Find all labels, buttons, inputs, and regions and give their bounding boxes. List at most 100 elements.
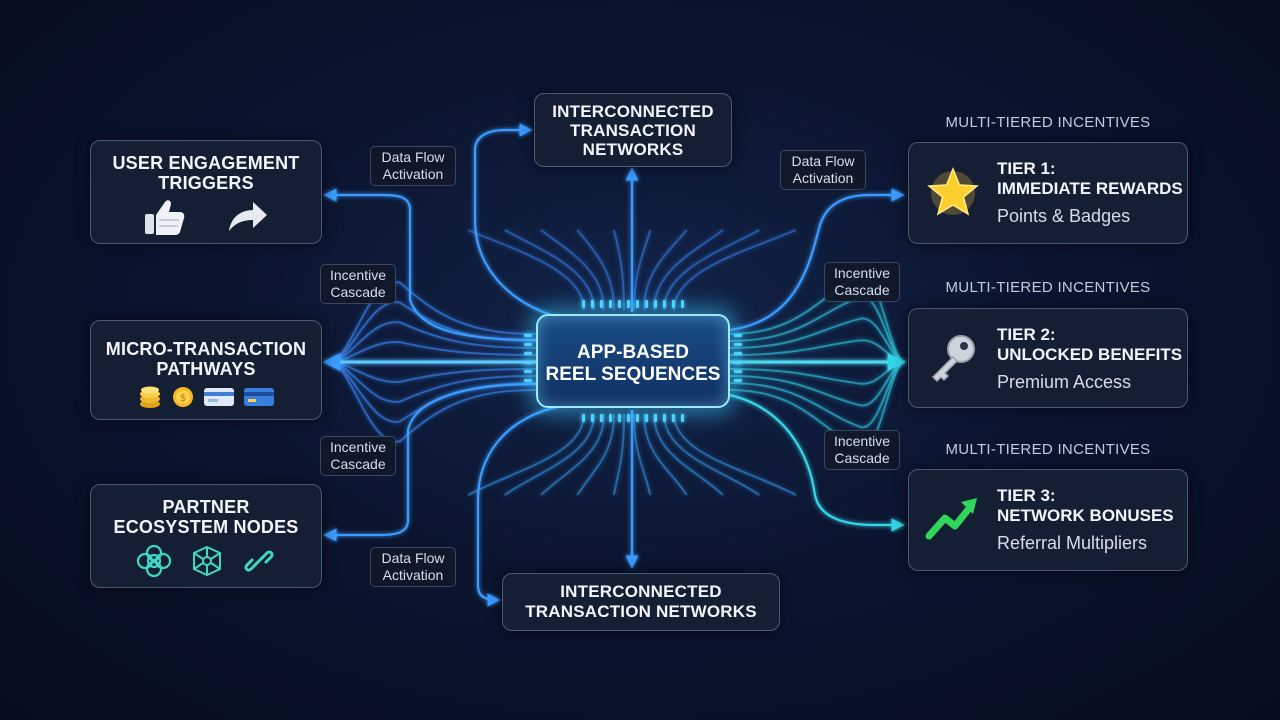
top-network-line3: NETWORKS bbox=[582, 140, 684, 159]
micro-transaction-line1: MICRO-TRANSACTION bbox=[105, 339, 307, 359]
card-icon bbox=[204, 388, 234, 406]
trend-up-icon bbox=[925, 498, 977, 540]
data-flow-label-1-line1: Data Flow bbox=[381, 149, 445, 165]
bundle-wire-top bbox=[673, 229, 797, 311]
center-line1: APP-BASED bbox=[577, 342, 689, 363]
bundle-wire-right bbox=[729, 361, 906, 407]
bundle-wire-bottom bbox=[467, 413, 585, 496]
card-icon bbox=[244, 388, 274, 406]
center-pins-left bbox=[524, 334, 532, 382]
bundle-wire-right bbox=[729, 317, 906, 363]
svg-text:$: $ bbox=[180, 393, 186, 404]
wire-to-partner bbox=[323, 382, 541, 542]
incentive-label-1-line2: Cascade bbox=[330, 284, 386, 300]
data-flow-label-bottom-left: Data Flow Activation bbox=[370, 547, 456, 587]
wire-to-top-network-left bbox=[473, 123, 561, 320]
incentive-label-4-line2: Cascade bbox=[834, 450, 890, 466]
key-icon bbox=[931, 335, 975, 383]
bundle-wire-bottom bbox=[673, 413, 797, 496]
incentive-label-3-line1: Incentive bbox=[833, 265, 891, 281]
data-flow-label-top-left: Data Flow Activation bbox=[370, 146, 456, 186]
top-network-line1: INTERCONNECTED bbox=[552, 102, 714, 121]
data-flow-label-3-line2: Activation bbox=[382, 567, 444, 583]
bundle-wire-top bbox=[612, 229, 625, 311]
tier-1-node: TIER 1: IMMEDIATE REWARDS Points & Badge… bbox=[908, 142, 1188, 244]
bundle-wire-left bbox=[329, 281, 537, 363]
center-reel-sequences-node: APP-BASED REEL SEQUENCES bbox=[536, 314, 730, 408]
incentive-label-4-line1: Incentive bbox=[833, 433, 891, 449]
user-engagement-node: USER ENGAGEMENT TRIGGERS bbox=[90, 140, 322, 244]
star-icon bbox=[927, 167, 979, 216]
partner-ecosystem-line2: ECOSYSTEM NODES bbox=[113, 517, 299, 537]
center-pins-top bbox=[582, 300, 684, 308]
micro-transaction-line2: PATHWAYS bbox=[156, 359, 256, 379]
partner-ecosystem-node: PARTNER ECOSYSTEM NODES bbox=[90, 484, 322, 588]
bundle-wire-right bbox=[729, 361, 906, 428]
bundle-wire-left bbox=[329, 361, 537, 443]
center-pins-bottom bbox=[582, 414, 684, 422]
incentive-label-1-line1: Incentive bbox=[329, 267, 387, 283]
bundle-wire-top bbox=[643, 229, 688, 311]
bundle-wire-right bbox=[729, 361, 906, 385]
bundle-wire-left bbox=[329, 361, 537, 383]
bundle-wire-bottom bbox=[540, 413, 605, 496]
bundle-wire-top bbox=[653, 229, 724, 311]
bundle-wire-right bbox=[729, 339, 906, 363]
tier-3-node: TIER 3: NETWORK BONUSES Referral Multipl… bbox=[908, 469, 1188, 571]
bundle-wire-bottom bbox=[612, 413, 625, 496]
bundle-wire-top bbox=[633, 229, 652, 311]
bundle-wire-bottom bbox=[633, 413, 652, 496]
tier-2-sub: Premium Access bbox=[997, 372, 1132, 392]
bundle-wire-left bbox=[329, 321, 537, 363]
bundle-wire-left bbox=[329, 361, 537, 403]
incentive-label-2-line1: Incentive bbox=[329, 439, 387, 455]
coin-icon: $ bbox=[173, 387, 193, 407]
data-flow-label-2-line1: Data Flow bbox=[791, 153, 855, 169]
bottom-network-line2: TRANSACTION NETWORKS bbox=[525, 602, 757, 621]
bundle-wire-bottom bbox=[663, 413, 760, 496]
incentive-label-2-line2: Cascade bbox=[330, 456, 386, 472]
bottom-network-node: INTERCONNECTED TRANSACTION NETWORKS bbox=[502, 573, 780, 631]
tier-1-line1: TIER 1: bbox=[997, 159, 1056, 178]
center-pins-right bbox=[734, 334, 742, 382]
data-flow-label-1-line2: Activation bbox=[382, 166, 444, 182]
wire-to-user-engagement bbox=[323, 188, 541, 342]
incentive-cascade-label-upper-left: Incentive Cascade bbox=[320, 264, 396, 304]
data-flow-label-2-line2: Activation bbox=[792, 170, 854, 186]
bundle-wire-top bbox=[663, 229, 760, 311]
bundle-wire-top bbox=[576, 229, 615, 311]
bundle-wire-bottom bbox=[643, 413, 688, 496]
tier-2-line2: UNLOCKED BENEFITS bbox=[997, 345, 1183, 364]
bundle-wire-bottom bbox=[653, 413, 724, 496]
bundle-wire-bottom bbox=[504, 413, 595, 496]
user-engagement-line2: TRIGGERS bbox=[158, 173, 254, 193]
center-line2: REEL SEQUENCES bbox=[545, 364, 721, 385]
tier-2-node: TIER 2: UNLOCKED BENEFITS Premium Access bbox=[908, 308, 1188, 408]
bundle-wire-top bbox=[504, 229, 595, 311]
incentive-cascade-label-lower-left: Incentive Cascade bbox=[320, 436, 396, 476]
top-network-node: INTERCONNECTED TRANSACTION NETWORKS bbox=[534, 93, 732, 167]
bundle-wire-top bbox=[540, 229, 605, 311]
thumbs-up-icon bbox=[145, 200, 185, 235]
data-flow-label-3-line1: Data Flow bbox=[381, 550, 445, 566]
share-arrow-icon bbox=[229, 202, 267, 231]
bundle-wire-top bbox=[467, 229, 585, 311]
top-network-line2: TRANSACTION bbox=[570, 121, 696, 140]
wire-to-tier-1 bbox=[729, 188, 905, 332]
bundle-wire-left bbox=[329, 341, 537, 363]
data-flow-label-top-right: Data Flow Activation bbox=[780, 150, 866, 190]
tier-3-sub: Referral Multipliers bbox=[997, 533, 1148, 553]
bottom-network-line1: INTERCONNECTED bbox=[560, 582, 722, 601]
user-engagement-line1: USER ENGAGEMENT bbox=[112, 153, 300, 173]
coin-stack-icon bbox=[140, 386, 160, 408]
wire-to-bottom-network-left bbox=[476, 404, 561, 607]
tier-3-line2: NETWORK BONUSES bbox=[997, 506, 1174, 525]
incentive-label-3-line2: Cascade bbox=[834, 282, 890, 298]
micro-transaction-node: MICRO-TRANSACTION PATHWAYS $ bbox=[90, 320, 322, 420]
tier-2-line1: TIER 2: bbox=[997, 325, 1056, 344]
tier-3-line1: TIER 3: bbox=[997, 486, 1056, 505]
network-icon bbox=[193, 545, 221, 577]
tier-1-line2: IMMEDIATE REWARDS bbox=[997, 179, 1183, 198]
link-icon bbox=[244, 550, 274, 572]
